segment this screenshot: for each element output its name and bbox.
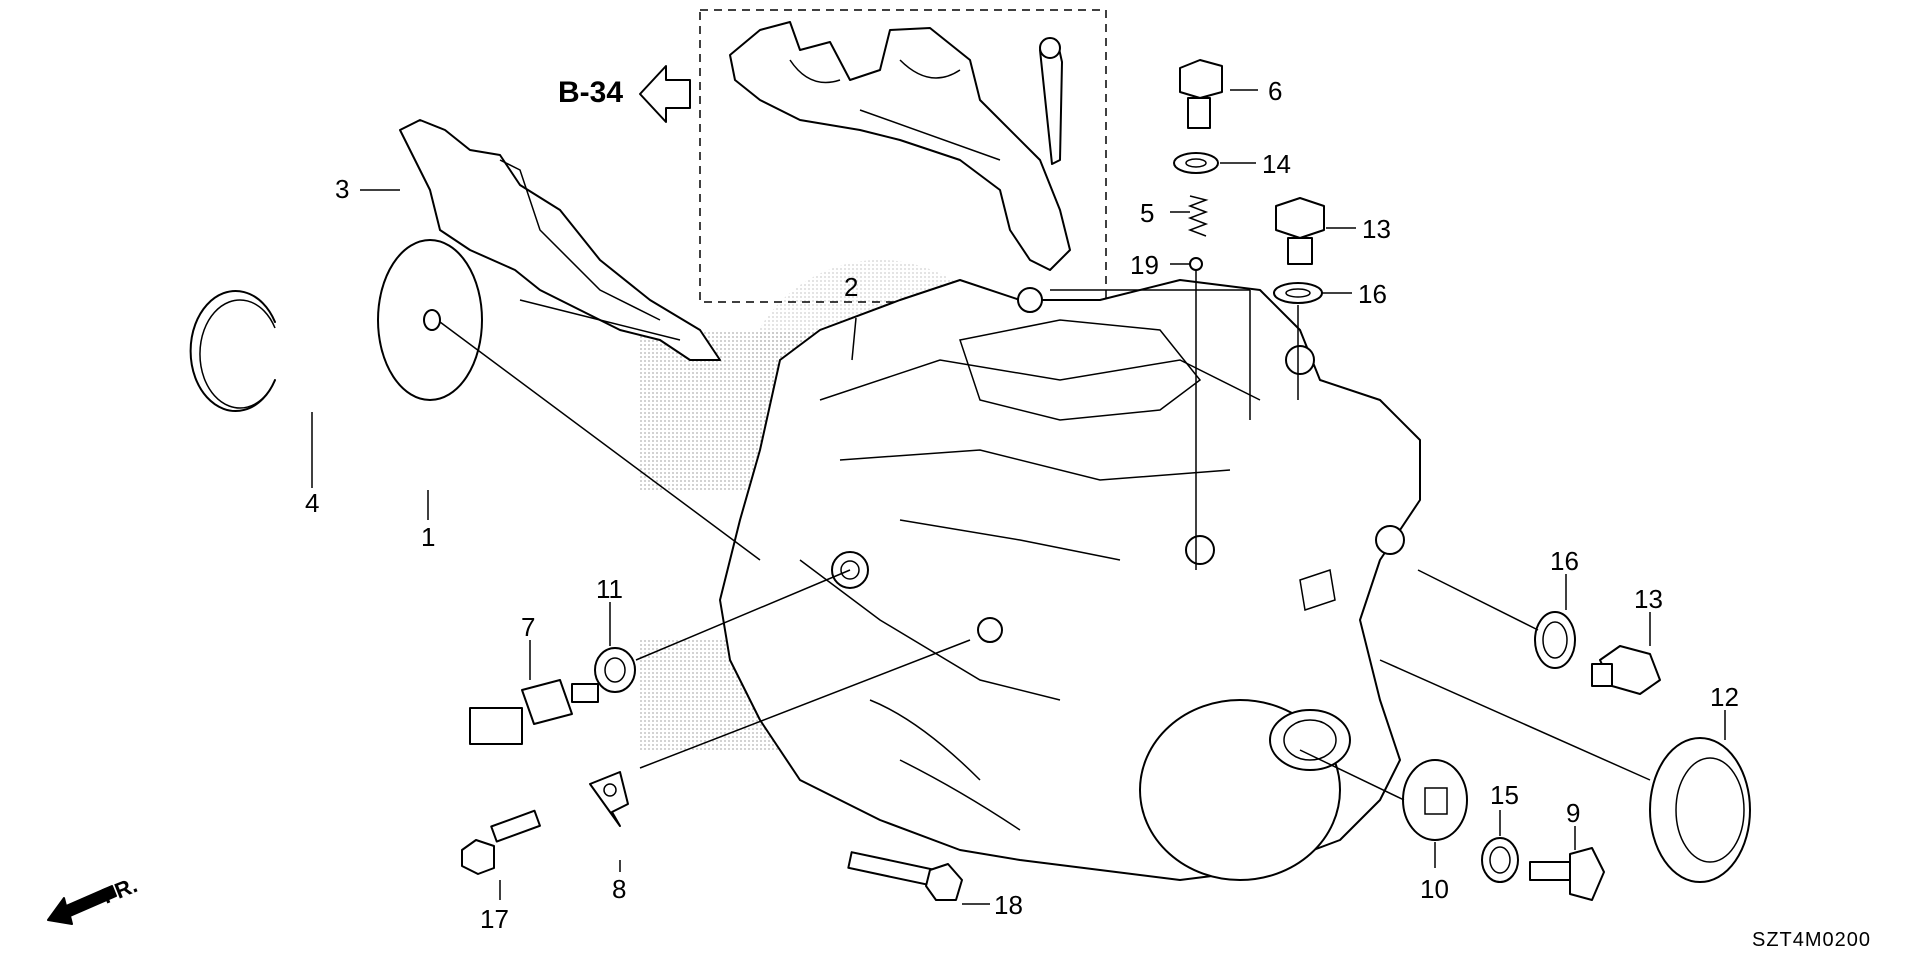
callout-10[interactable]: 10 — [1420, 874, 1449, 904]
fr-label: FR. — [99, 872, 141, 908]
callout-13-right[interactable]: 13 — [1634, 584, 1663, 614]
callout-7[interactable]: 7 — [521, 612, 535, 642]
part-2-transmission-housing — [719, 279, 1421, 881]
part-12-oil-seal — [1649, 737, 1751, 883]
part-14-washer — [1173, 152, 1219, 174]
callout-1[interactable]: 1 — [421, 522, 435, 552]
callout-8[interactable]: 8 — [612, 874, 626, 904]
callout-11[interactable]: 11 — [596, 574, 623, 604]
callout-3[interactable]: 3 — [335, 174, 349, 204]
callout-6[interactable]: 6 — [1268, 76, 1282, 106]
callout-2[interactable]: 2 — [844, 272, 858, 302]
callout-4[interactable]: 4 — [305, 488, 319, 518]
front-direction-marker: FR. — [47, 872, 141, 925]
callout-19[interactable]: 19 — [1130, 250, 1159, 280]
part-9-bolt — [1529, 847, 1605, 901]
part-11-washer — [594, 647, 636, 693]
arrow-front-icon — [47, 885, 117, 925]
part-6-bolt — [1179, 59, 1223, 129]
part-16-washer-top — [1273, 282, 1323, 304]
part-8-clip — [589, 771, 629, 827]
part-16-washer-right — [1534, 611, 1576, 669]
snap-ring-inner — [199, 299, 276, 409]
callout-12[interactable]: 12 — [1710, 682, 1739, 712]
part-13-plug-top — [1275, 197, 1325, 265]
callout-13-top[interactable]: 13 — [1362, 214, 1391, 244]
part-13-plug-right — [1591, 645, 1661, 695]
callout-14[interactable]: 14 — [1262, 149, 1291, 179]
callout-15[interactable]: 15 — [1490, 780, 1519, 810]
part-1-disc — [377, 239, 483, 401]
arrow-left-icon — [639, 65, 691, 123]
part-5-spring — [1187, 195, 1209, 237]
callout-18[interactable]: 18 — [994, 890, 1023, 920]
part-15-washer — [1481, 837, 1519, 883]
callout-5[interactable]: 5 — [1140, 198, 1154, 228]
callout-16-top[interactable]: 16 — [1358, 279, 1387, 309]
part-4-snap-ring — [189, 290, 276, 412]
callouts: 6 14 5 19 13 16 3 2 4 1 7 11 8 17 18 16 … — [305, 76, 1739, 934]
drawing-code: SZT4M0200 — [1752, 929, 1871, 951]
transmission-bracket — [729, 21, 1071, 271]
leader-lines — [311, 89, 1726, 905]
reference-label: B-34 — [558, 76, 623, 109]
part-3-plate — [399, 119, 721, 361]
callout-16-right[interactable]: 16 — [1550, 546, 1579, 576]
callout-9[interactable]: 9 — [1566, 798, 1580, 828]
part-17-bolt — [461, 809, 541, 875]
callout-17[interactable]: 17 — [480, 904, 509, 934]
part-7-switch — [469, 679, 599, 745]
part-18-bolt — [847, 851, 963, 901]
part-10-drain-plug — [1402, 759, 1468, 841]
reference-b34[interactable]: B-34 — [558, 65, 691, 123]
part-19-ball — [1189, 257, 1203, 271]
